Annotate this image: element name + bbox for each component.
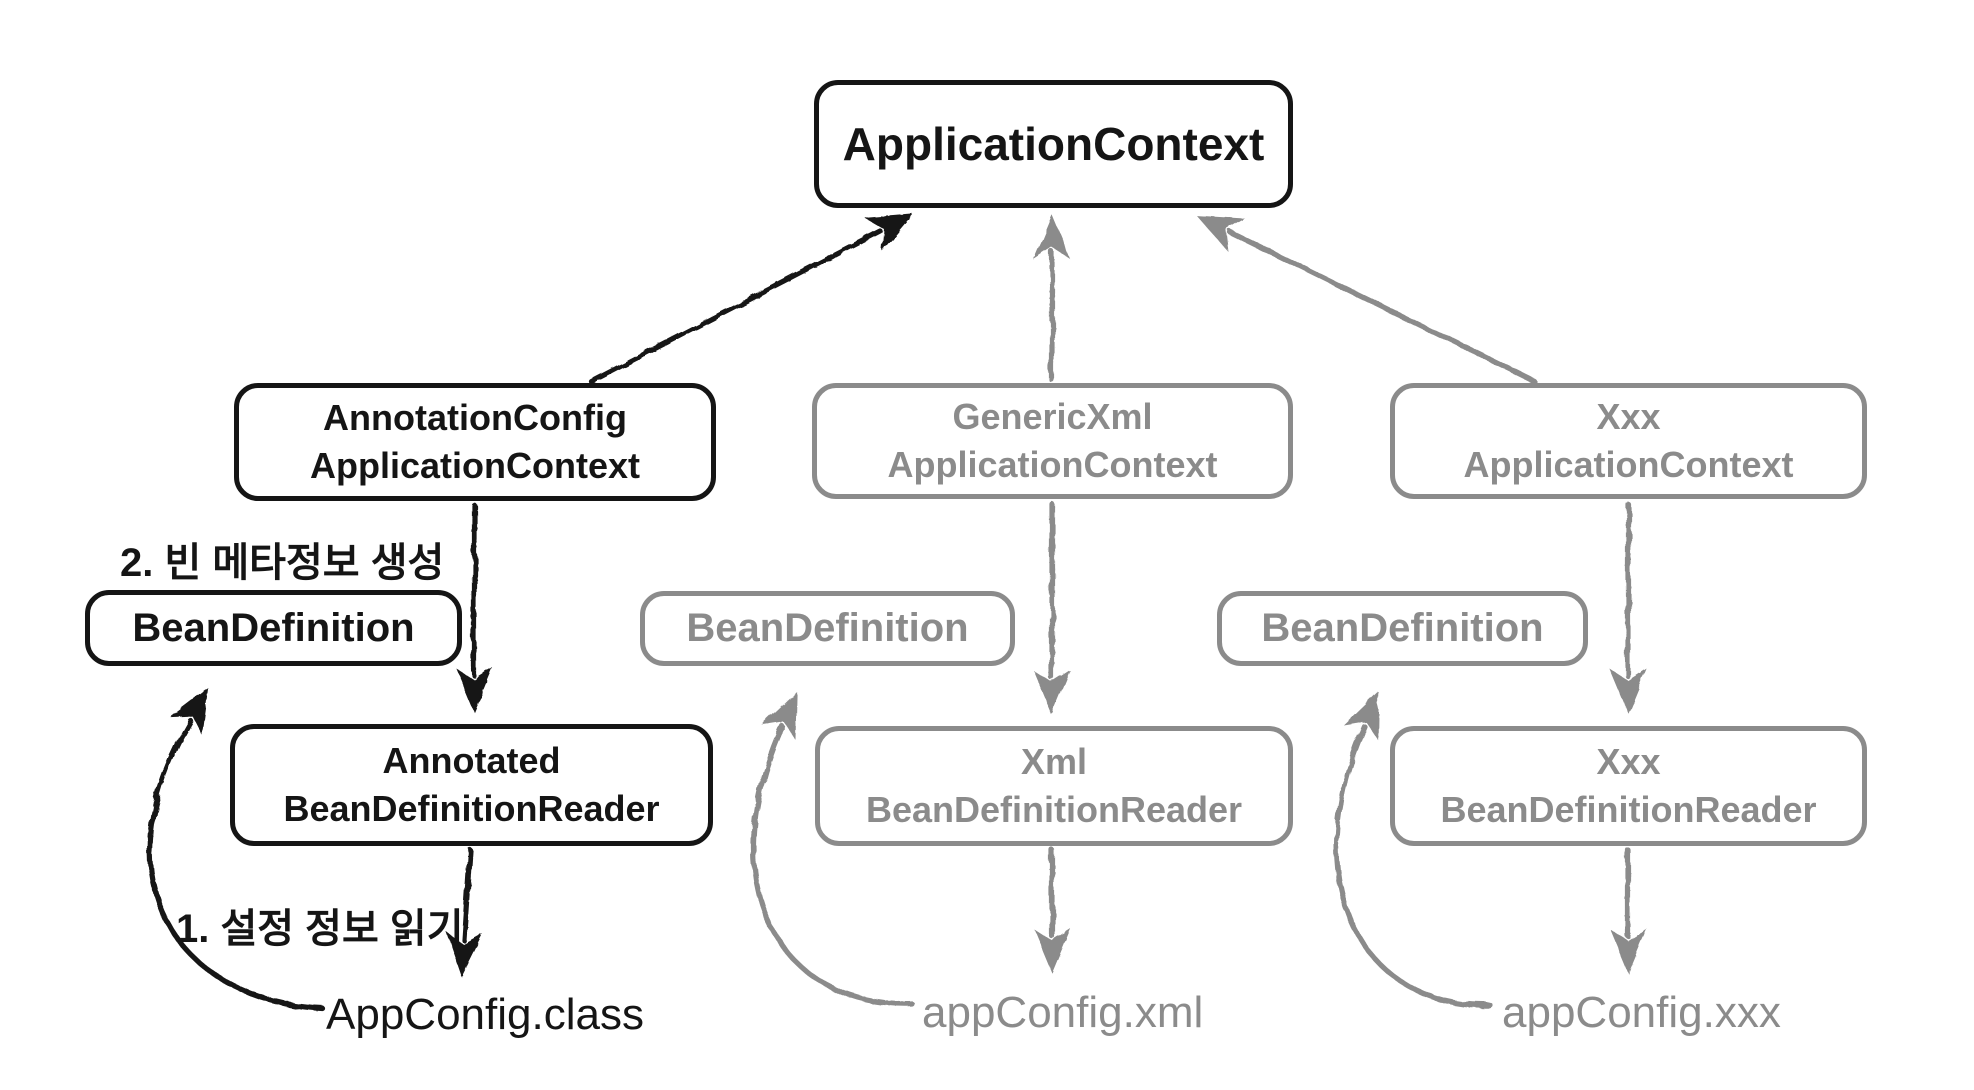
step1-annotation: 1. 설정 정보 읽기 (176, 907, 464, 951)
xml-reader-label-line2: BeanDefinitionReader (865, 789, 1243, 830)
xxx-reader-label-line2: BeanDefinitionReader (1440, 789, 1817, 830)
xxx-bean-definition-box: BeanDefinition (1217, 591, 1588, 666)
arrow-xml-source-to-beandefinition (750, 691, 915, 1007)
xxx-bean-definition-label: BeanDefinition (1261, 606, 1544, 651)
xxx-config-source-label: appConfig.xxx (1502, 988, 1781, 1037)
arrow-annotation-reader-to-source (445, 847, 484, 978)
annotation-config-context-label-line2: ApplicationContext (310, 445, 640, 486)
xml-bean-definition-label: BeanDefinition (686, 606, 969, 651)
xxx-reader-box: Xxx BeanDefinitionReader (1390, 726, 1867, 846)
xxx-context-label-line2: ApplicationContext (1463, 444, 1794, 485)
xxx-context-label-line1: Xxx (1596, 396, 1661, 438)
arrow-annotation-source-to-beandefinition (147, 687, 325, 1011)
xml-reader-label-line1: Xml (1020, 741, 1088, 783)
annotation-config-source-label: AppConfig.class (326, 990, 644, 1039)
annotation-bean-definition-label: BeanDefinition (132, 605, 415, 650)
arrow-xxx-source-to-beandefinition (1333, 691, 1493, 1008)
annotation-config-context-box: AnnotationConfig ApplicationContext (234, 383, 716, 501)
annotation-bean-definition-box: BeanDefinition (85, 590, 462, 666)
step2-annotation: 2. 빈 메타정보 생성 (120, 541, 445, 585)
xml-config-source-label: appConfig.xml (922, 988, 1204, 1037)
annotated-reader-label-line2: BeanDefinitionReader (283, 788, 660, 829)
xxx-context-box: Xxx ApplicationContext (1390, 383, 1867, 499)
annotated-reader-box: Annotated BeanDefinitionReader (230, 724, 713, 846)
xxx-reader-label-line1: Xxx (1596, 741, 1661, 783)
generic-xml-context-box: GenericXml ApplicationContext (812, 383, 1293, 499)
arrow-annotation-context-to-root (588, 213, 914, 384)
annotation-config-context-label-line1: AnnotationConfig (323, 397, 627, 439)
application-context-box: ApplicationContext (814, 80, 1293, 208)
xml-reader-box: Xml BeanDefinitionReader (815, 726, 1293, 846)
xml-bean-definition-box: BeanDefinition (640, 591, 1015, 666)
generic-xml-context-label-line2: ApplicationContext (887, 444, 1218, 485)
generic-xml-context-label-line1: GenericXml (952, 396, 1153, 438)
annotated-reader-label-line1: Annotated (382, 740, 561, 782)
arrow-xxx-context-to-root (1196, 215, 1537, 384)
application-context-label: ApplicationContext (842, 117, 1265, 170)
